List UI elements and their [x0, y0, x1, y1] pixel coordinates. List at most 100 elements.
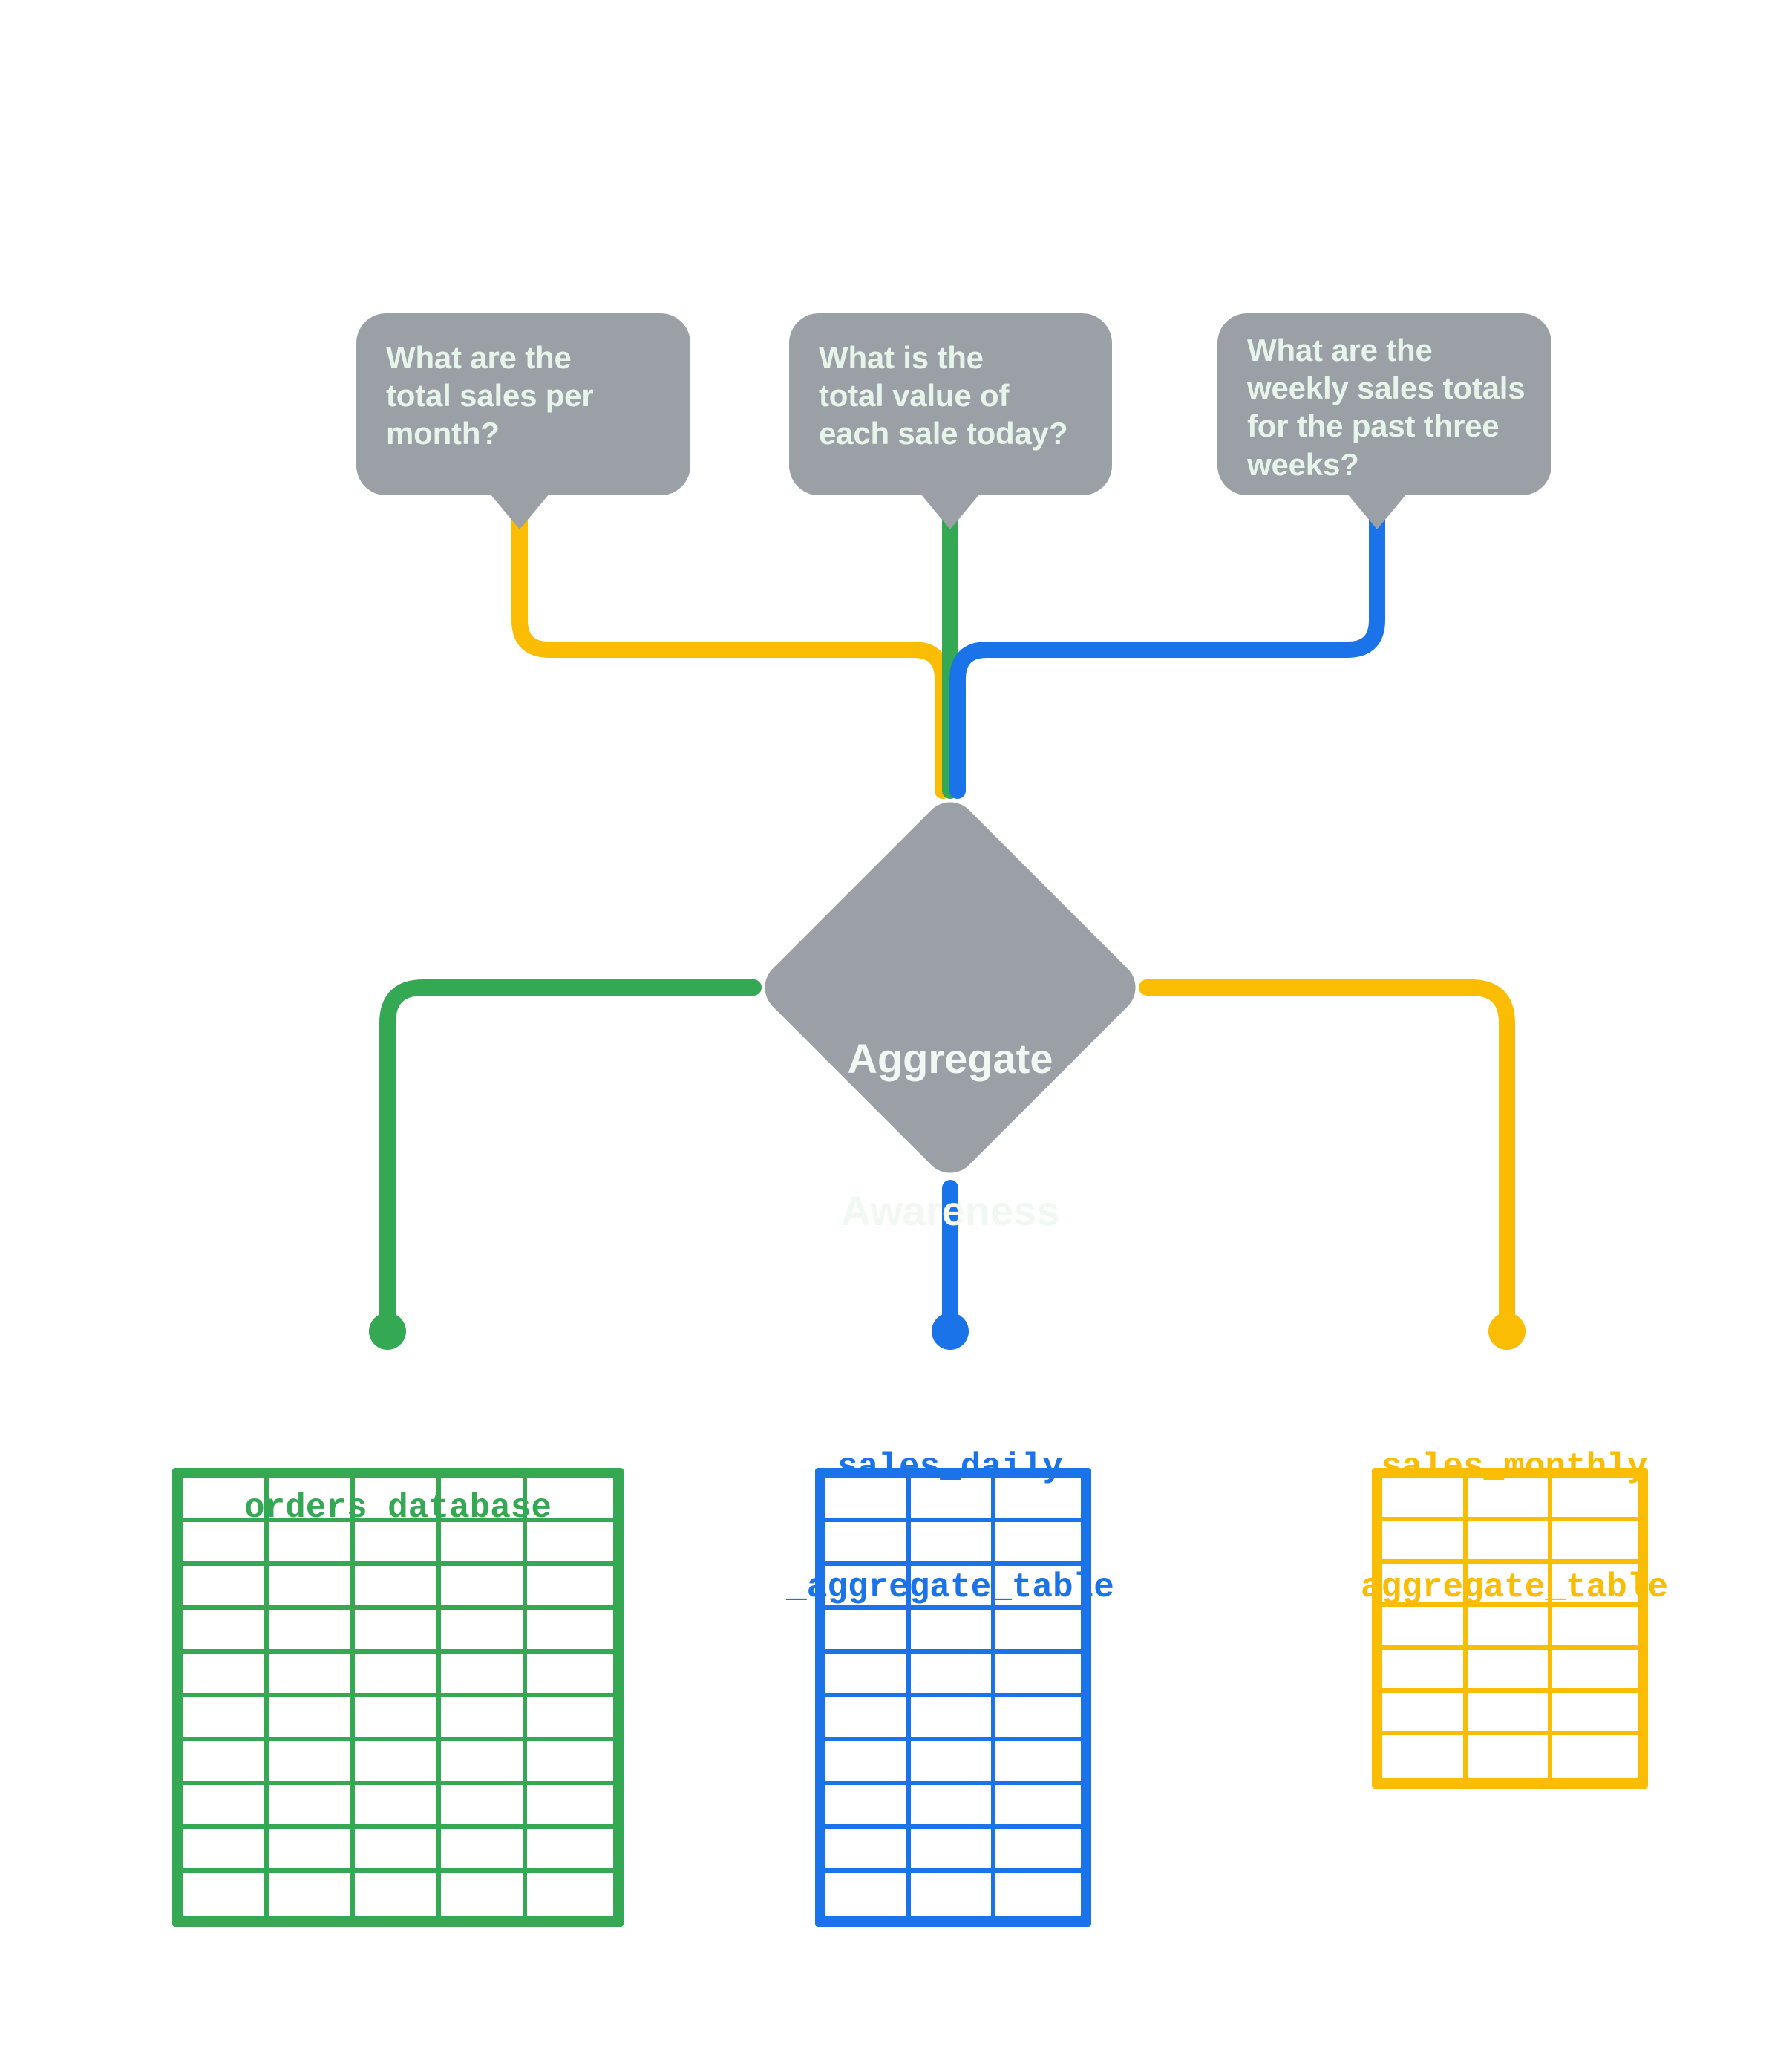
source-label-line: aggregate_table: [1360, 1568, 1669, 1608]
source-table-orders[interactable]: [172, 1468, 624, 1927]
question-bubble-weekly[interactable]: What are the weekly sales totals for the…: [1217, 313, 1551, 495]
endpoint-dot-sales-monthly: [1488, 1313, 1526, 1350]
wire-orders-source: [379, 979, 762, 1326]
table-cell: [1552, 1607, 1638, 1650]
wire-sales-monthly-source: [1139, 979, 1515, 1326]
table-cell: [995, 1478, 1081, 1522]
table-cell: [355, 1522, 441, 1566]
table-cell: [269, 1654, 355, 1697]
question-bubble-monthly[interactable]: What are the total sales per month?: [356, 313, 690, 495]
question-bubble-tail-daily: [920, 494, 980, 529]
table-cell: [911, 1873, 996, 1916]
table-cell: [527, 1478, 613, 1522]
table-cell: [1382, 1735, 1468, 1778]
table-cell: [995, 1566, 1081, 1610]
table-cell: [355, 1741, 441, 1785]
table-cell: [183, 1610, 269, 1654]
table-cell: [269, 1697, 355, 1741]
table-cell: [527, 1654, 613, 1697]
table-cell: [825, 1566, 911, 1610]
table-cell: [269, 1829, 355, 1873]
question-line: total value of: [819, 378, 1010, 414]
table-cell: [527, 1785, 613, 1829]
table-cell: [441, 1522, 527, 1566]
question-line: month?: [386, 416, 500, 451]
table-cell: [825, 1697, 911, 1741]
table-cell: [183, 1478, 269, 1522]
table-cell: [269, 1566, 355, 1610]
table-cell: [995, 1697, 1081, 1741]
table-cell: [355, 1654, 441, 1697]
table-cell: [1468, 1735, 1553, 1778]
table-cell: [995, 1873, 1081, 1916]
table-cell: [269, 1785, 355, 1829]
table-cell: [527, 1522, 613, 1566]
table-cell: [183, 1873, 269, 1916]
table-cell: [355, 1566, 441, 1610]
table-cell: [910, 1566, 996, 1610]
table-cell: [441, 1741, 527, 1785]
table-cell: [1552, 1564, 1638, 1608]
table-cell: [995, 1829, 1081, 1873]
source-label-line: sales_monthly: [1381, 1447, 1648, 1486]
question-line: What are the: [1247, 333, 1433, 368]
table-cell: [825, 1873, 911, 1916]
table-cell: [441, 1478, 527, 1522]
source-label-line: _aggregate_table: [786, 1568, 1114, 1608]
table-cell: [995, 1610, 1081, 1654]
question-bubble-daily[interactable]: What is the total value of each sale tod…: [789, 313, 1112, 495]
table-cell: [1552, 1478, 1638, 1521]
table-cell: [269, 1610, 355, 1654]
table-cell: [527, 1610, 613, 1654]
table-cell: [1552, 1650, 1638, 1693]
table-cell: [441, 1829, 527, 1873]
source-label-sales-monthly: sales_monthly aggregate_table: [1314, 1366, 1715, 1688]
table-cell: [441, 1785, 527, 1829]
table-cell: [1467, 1521, 1553, 1564]
table-cell: [910, 1610, 996, 1654]
table-cell: [995, 1785, 1081, 1829]
table-cell: [995, 1522, 1081, 1566]
table-cell: [910, 1697, 996, 1741]
question-bubble-tail-monthly: [490, 494, 549, 529]
table-cell: [1467, 1478, 1553, 1521]
table-cell: [1552, 1521, 1638, 1564]
table-cell: [995, 1741, 1081, 1785]
table-cell: [527, 1741, 613, 1785]
wire-weekly-question: [949, 512, 1385, 799]
table-cell: [441, 1654, 527, 1697]
table-cell: [183, 1741, 269, 1785]
table-cell: [355, 1697, 441, 1741]
table-cell: [269, 1522, 355, 1566]
table-cell: [1382, 1649, 1468, 1693]
table-cell: [527, 1566, 613, 1610]
table-cell: [527, 1873, 613, 1916]
table-cell: [183, 1697, 269, 1741]
table-cell: [825, 1610, 911, 1654]
table-cell: [910, 1654, 996, 1697]
endpoint-dot-orders: [369, 1313, 406, 1350]
table-cell: [910, 1522, 996, 1566]
table-cell: [1552, 1693, 1638, 1736]
table-cell: [995, 1654, 1081, 1697]
source-label-line: sales_daily: [837, 1447, 1063, 1486]
source-table-sales-daily[interactable]: [815, 1468, 1091, 1927]
table-cell: [269, 1478, 355, 1522]
source-table-sales-monthly[interactable]: [1372, 1468, 1648, 1789]
table-cell: [825, 1522, 911, 1566]
table-cell: [910, 1785, 996, 1829]
table-cell: [910, 1478, 996, 1522]
table-cell: [825, 1654, 911, 1697]
question-line: for the past three: [1247, 408, 1500, 444]
question-line: total sales per: [386, 378, 594, 414]
question-line: each sale today?: [819, 416, 1068, 451]
table-cell: [441, 1697, 527, 1741]
table-cell: [183, 1654, 269, 1697]
table-cell: [355, 1829, 441, 1873]
question-line: weeks?: [1247, 446, 1359, 482]
table-cell: [910, 1829, 996, 1873]
question-line: weekly sales totals: [1247, 371, 1526, 406]
table-cell: [825, 1741, 911, 1785]
